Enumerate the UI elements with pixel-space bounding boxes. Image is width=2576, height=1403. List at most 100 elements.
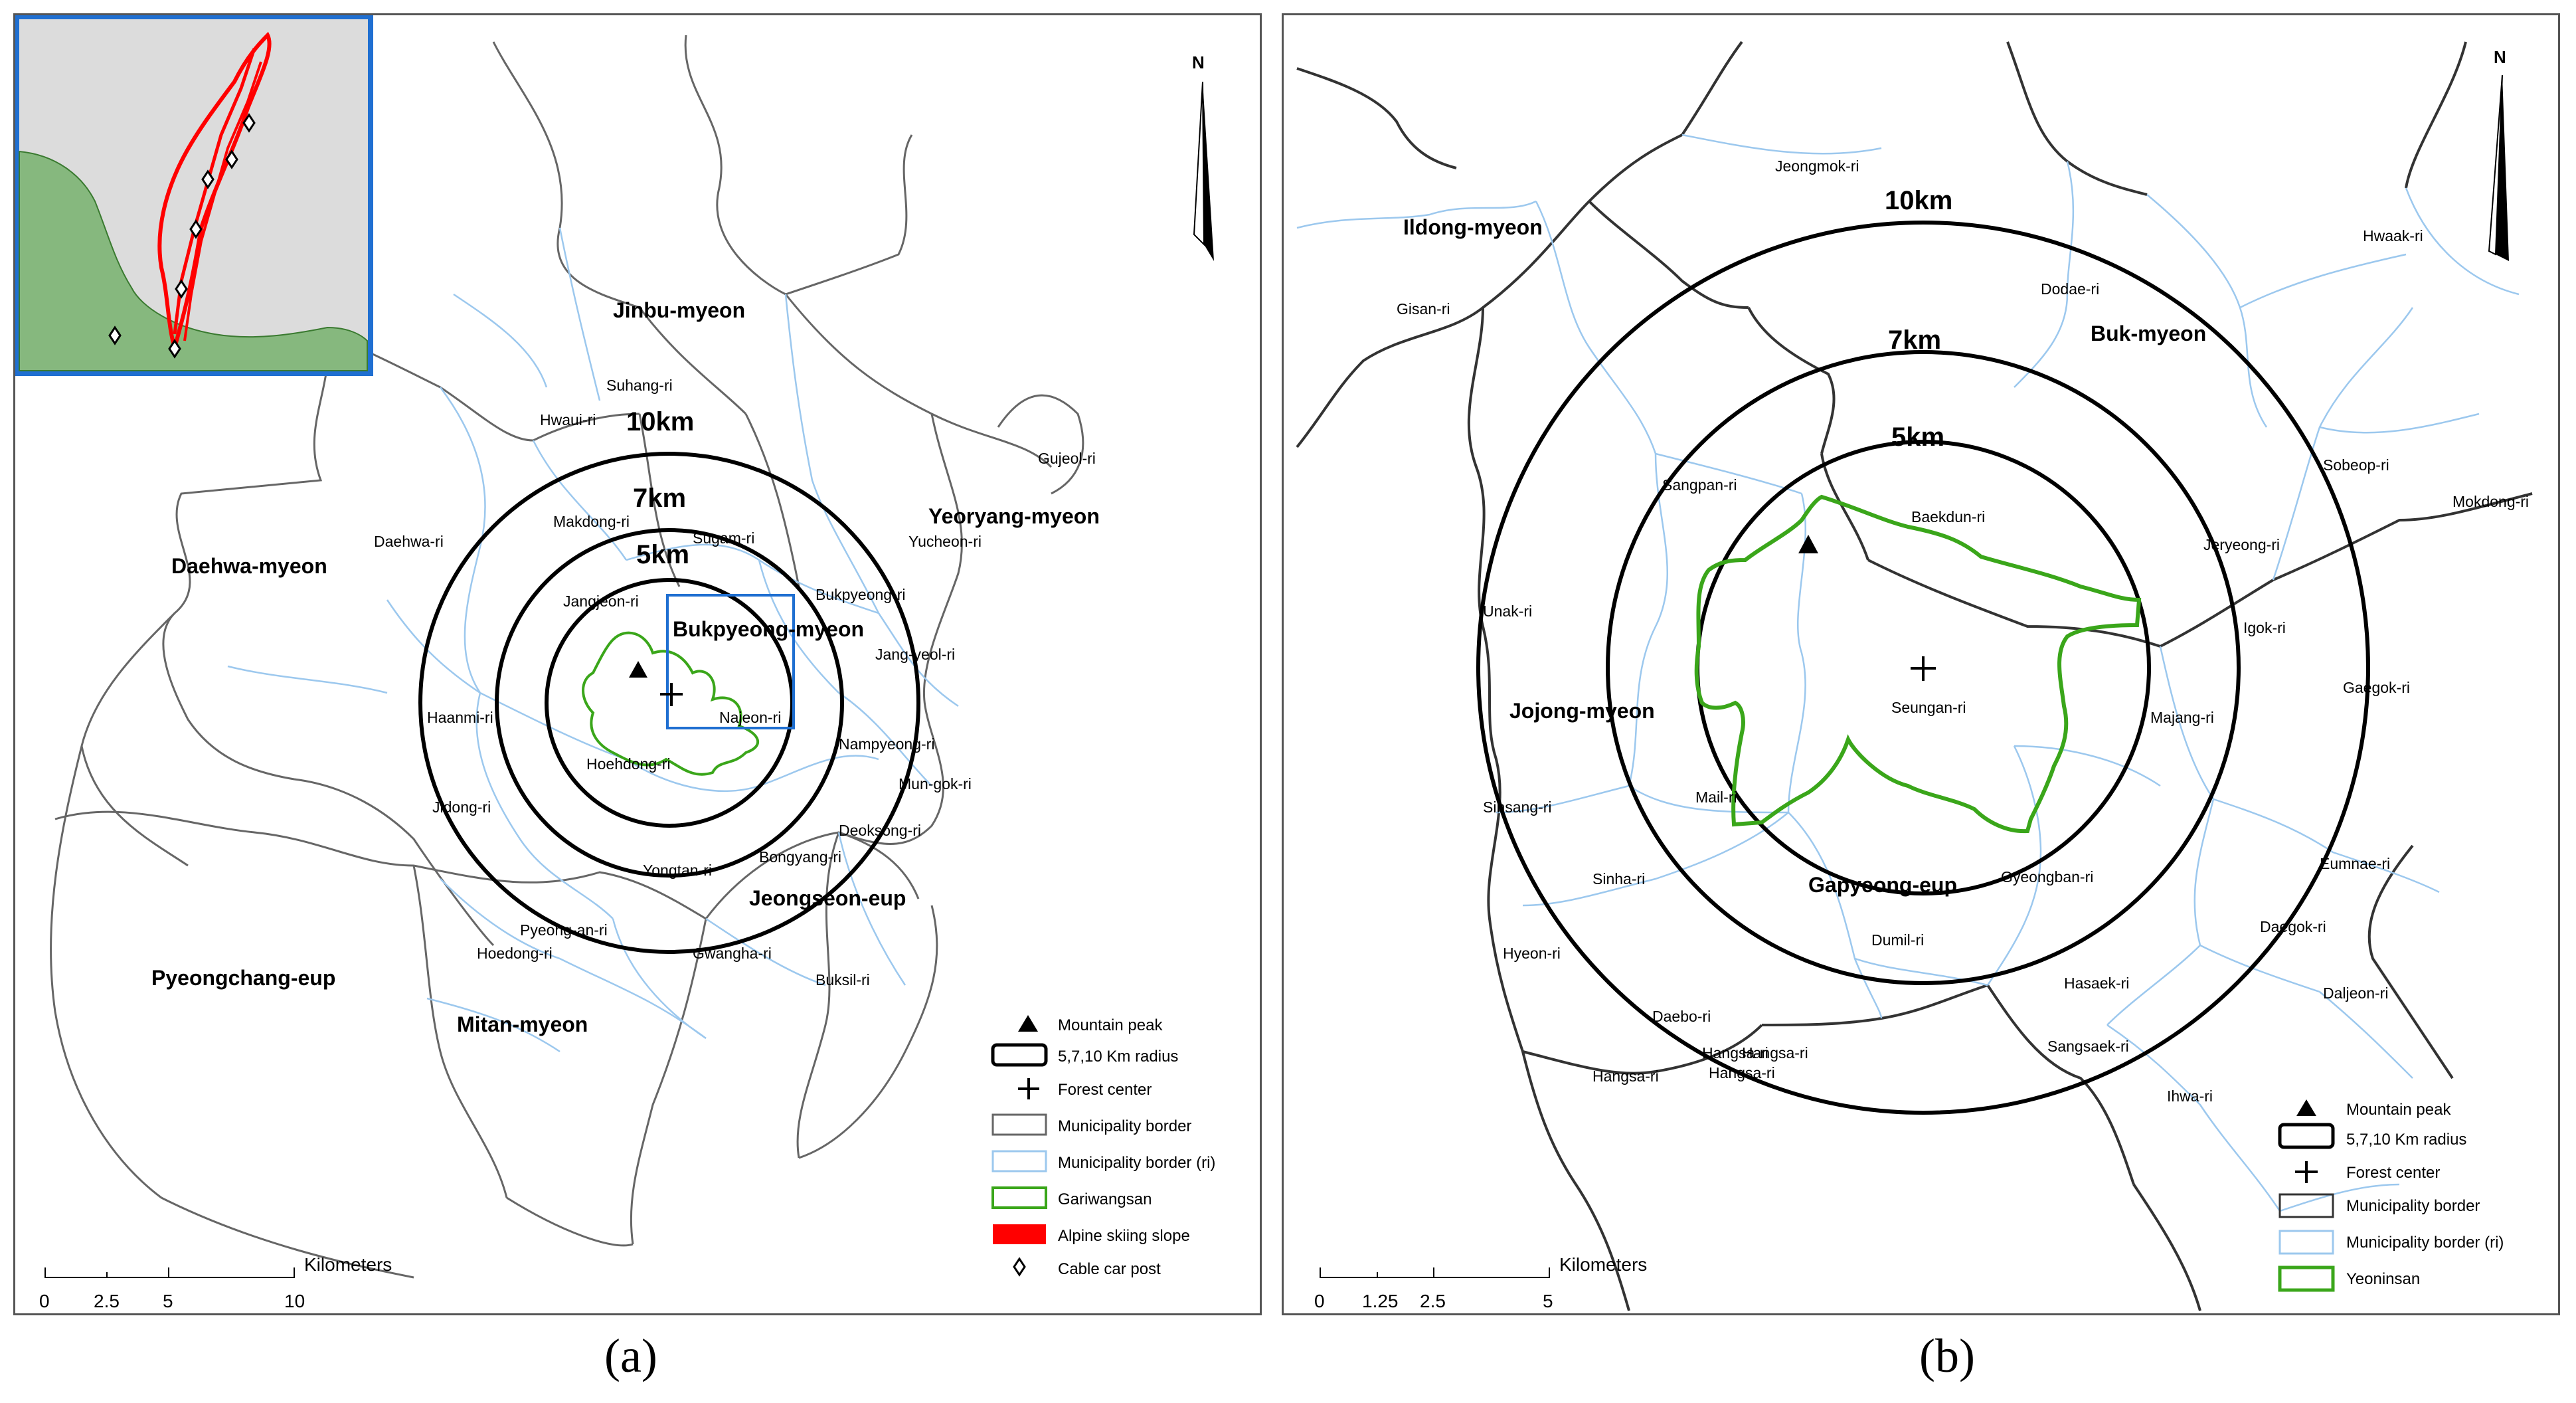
region-label: Daehwa-myeon bbox=[171, 554, 327, 578]
gariwangsan-outline bbox=[582, 631, 760, 776]
legend-label: Forest center bbox=[2346, 1164, 2440, 1182]
village-label: Unak-ri bbox=[1483, 603, 1532, 620]
forest-center-icon bbox=[2295, 1161, 2318, 1183]
village-label: Majang-ri bbox=[2150, 709, 2214, 726]
village-label: Hwaak-ri bbox=[2363, 227, 2423, 244]
region-label: Ildong-myeon bbox=[1403, 215, 1543, 239]
village-label: Haanmi-ri bbox=[427, 709, 493, 726]
legend-label: 5,7,10 Km radius bbox=[2346, 1131, 2466, 1149]
radius-label-7km: 7km bbox=[1888, 326, 1941, 355]
region-label: Gapyeong-eup bbox=[1808, 873, 1957, 897]
village-label: Baekdun-ri bbox=[1911, 508, 1985, 525]
municipality-borders bbox=[1296, 41, 2533, 1311]
figure-caption-b: (b) bbox=[1919, 1329, 1975, 1382]
gariwangsan-swatch bbox=[991, 1186, 1047, 1209]
north-label: N bbox=[2494, 47, 2506, 67]
village-label: Daljeon-ri bbox=[2323, 984, 2388, 1002]
cable-car-post-icon bbox=[1013, 1257, 1026, 1277]
village-label: Gujeol-ri bbox=[1038, 450, 1096, 467]
village-label: Dumil-ri bbox=[1871, 931, 1924, 949]
radius-swatch bbox=[991, 1043, 1048, 1067]
region-label: Jojong-myeon bbox=[1509, 699, 1655, 723]
mountain-peak-icon bbox=[1018, 1015, 1038, 1032]
region-label: Jinbu-myeon bbox=[613, 298, 745, 322]
north-arrow-icon bbox=[2488, 74, 2509, 261]
village-label: Eumnae-ri bbox=[2320, 855, 2390, 872]
village-label: Sobeop-ri bbox=[2323, 456, 2389, 474]
village-label: Sugam-ri bbox=[693, 529, 754, 547]
north-label: N bbox=[1192, 52, 1205, 72]
village-label: Ihwa-ri bbox=[2167, 1087, 2213, 1105]
region-label: Jeongseon-eup bbox=[749, 886, 906, 910]
village-label: Mun-gok-ri bbox=[899, 775, 972, 793]
legend-label: Forest center bbox=[1058, 1081, 1152, 1099]
ski-slope-area bbox=[157, 31, 272, 355]
radius-label-10km: 10km bbox=[1885, 186, 1952, 215]
region-label: Buk-myeon bbox=[2091, 322, 2206, 345]
village-label: Hasaek-ri bbox=[2064, 975, 2129, 992]
scale-tick: 0 bbox=[39, 1291, 50, 1311]
village-label: Hangsa-ri bbox=[1702, 1044, 1768, 1062]
scale-bar: Kilometers 0 2.5 5 10 bbox=[39, 1254, 392, 1311]
village-label: Daegok-ri bbox=[2260, 918, 2326, 935]
village-label: Jang-yeol-ri bbox=[875, 646, 955, 663]
village-label: Gisan-ri bbox=[1397, 300, 1450, 318]
ri-border-swatch bbox=[991, 1150, 1047, 1172]
mountain-peak-icon bbox=[1798, 535, 1818, 553]
scale-tick: 10 bbox=[284, 1291, 305, 1311]
village-label: Jeryeong-ri bbox=[2203, 536, 2280, 553]
village-label: Bukpyeong-ri bbox=[816, 586, 906, 603]
village-label: Gaegok-ri bbox=[2343, 679, 2410, 696]
village-label: Suhang-ri bbox=[606, 377, 673, 394]
village-label: Dodae-ri bbox=[2041, 280, 2099, 298]
radius-label-7km: 7km bbox=[633, 484, 686, 513]
legend-label: Mountain peak bbox=[2346, 1101, 2451, 1119]
scale-bar: Kilometers 0 1.25 2.5 5 bbox=[1314, 1254, 1647, 1311]
legend-label: Municipality border bbox=[1058, 1117, 1191, 1135]
village-label: Makdong-ri bbox=[553, 513, 630, 530]
scale-tick: 0 bbox=[1314, 1291, 1325, 1311]
cable-car-post-icon bbox=[108, 113, 256, 359]
scale-label: Kilometers bbox=[1559, 1254, 1647, 1275]
village-label: Sangpan-ri bbox=[1662, 476, 1737, 494]
figure-caption-a: (a) bbox=[604, 1329, 657, 1382]
village-label: Jeongmok-ri bbox=[1775, 157, 1859, 175]
village-label: Hangsa-ri bbox=[1742, 1044, 1808, 1062]
legend: Mountain peak 5,7,10 Km radius Forest ce… bbox=[2278, 1099, 2504, 1292]
radius-label-5km: 5km bbox=[1891, 422, 1944, 452]
village-label: Yucheon-ri bbox=[908, 533, 982, 550]
municipality-border-swatch bbox=[2278, 1193, 2334, 1218]
north-arrow-icon bbox=[1193, 81, 1214, 261]
village-label: Hangsa-ri bbox=[1709, 1064, 1775, 1081]
village-label: Hoehdong-ri bbox=[586, 755, 671, 773]
scale-tick: 2.5 bbox=[94, 1291, 120, 1311]
radius-swatch bbox=[2278, 1123, 2335, 1149]
legend-label: Gariwangsan bbox=[1058, 1190, 1152, 1208]
village-label: Pyeong-an-ri bbox=[520, 921, 608, 939]
inset-map bbox=[15, 15, 373, 376]
radius-label-5km: 5km bbox=[636, 540, 689, 569]
legend-label: Mountain peak bbox=[1058, 1016, 1163, 1034]
legend-label: Cable car post bbox=[1058, 1260, 1161, 1278]
scale-label: Kilometers bbox=[304, 1254, 392, 1275]
scale-tick: 5 bbox=[163, 1291, 173, 1311]
radius-label-10km: 10km bbox=[626, 407, 694, 436]
forest-center-icon bbox=[1911, 656, 1936, 681]
scale-tick: 1.25 bbox=[1362, 1291, 1399, 1311]
village-label: Mokdong-ri bbox=[2452, 493, 2529, 510]
region-label: Pyeongchang-eup bbox=[151, 966, 335, 990]
village-label: Bongyang-ri bbox=[759, 848, 841, 866]
legend: Mountain peak 5,7,10 Km radius Forest ce… bbox=[991, 1015, 1215, 1278]
region-label: Yeoryang-myeon bbox=[928, 504, 1100, 528]
village-label: Seungan-ri bbox=[1891, 699, 1966, 716]
village-label: Sangsaek-ri bbox=[2047, 1038, 2129, 1055]
region-label: Mitan-myeon bbox=[457, 1012, 588, 1036]
mountain-peak-icon bbox=[2296, 1099, 2316, 1116]
village-label: Gyeongban-ri bbox=[2001, 868, 2093, 886]
village-label: Yongtan-ri bbox=[643, 862, 712, 879]
forest-center-icon bbox=[660, 683, 683, 706]
municipality-border-swatch bbox=[991, 1113, 1047, 1136]
mountain-peak-icon bbox=[629, 661, 647, 678]
village-label: Hangsa-ri bbox=[1592, 1068, 1659, 1085]
village-label: Najeon-ri bbox=[719, 709, 781, 726]
